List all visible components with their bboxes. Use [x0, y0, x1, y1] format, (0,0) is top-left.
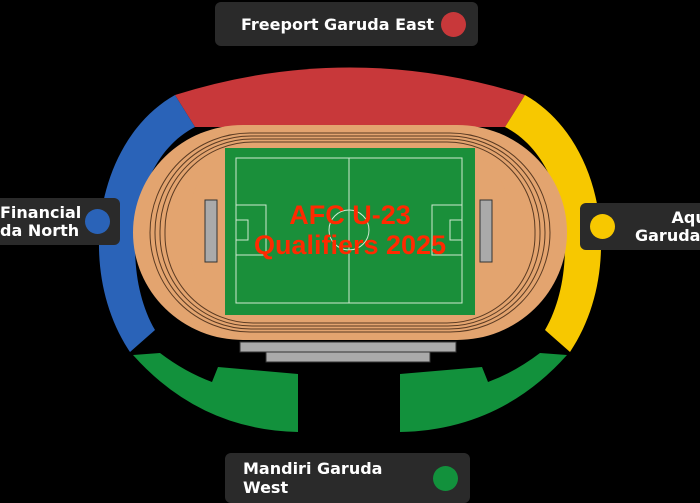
west-color-dot: [433, 465, 458, 491]
label-north-line1: Financial: [0, 202, 82, 222]
label-south-line2: Garuda S: [635, 225, 700, 245]
bench-left: [204, 199, 218, 263]
east-color-dot: [441, 11, 466, 37]
label-south-line1: Aqua: [671, 207, 700, 227]
football-pitch: [225, 148, 475, 315]
overlay-title: AFC U-23 Qualifiers 2025: [0, 200, 700, 260]
label-west-text: Mandiri Garuda West: [243, 459, 383, 497]
section-west-right[interactable]: [400, 353, 567, 432]
north-color-dot: [85, 209, 110, 234]
section-north[interactable]: [98, 95, 195, 352]
stand-lower: [265, 351, 431, 363]
bench-right: [479, 199, 493, 263]
label-north[interactable]: Financial da North: [0, 198, 120, 245]
section-east[interactable]: [175, 67, 525, 128]
south-color-dot: [590, 214, 615, 239]
section-south[interactable]: [505, 95, 602, 352]
label-east-text: Freeport Garuda East: [241, 14, 434, 34]
overlay-line2: Qualifiers 2025: [253, 230, 447, 260]
label-south[interactable]: Aqua Garuda S: [580, 203, 700, 250]
section-west-left[interactable]: [133, 353, 298, 432]
overlay-line1: AFC U-23: [289, 200, 411, 230]
label-east[interactable]: Freeport Garuda East: [215, 2, 478, 46]
stand-upper: [239, 341, 457, 353]
label-north-line2: da North: [0, 220, 80, 240]
label-west[interactable]: Mandiri Garuda West: [225, 453, 470, 503]
